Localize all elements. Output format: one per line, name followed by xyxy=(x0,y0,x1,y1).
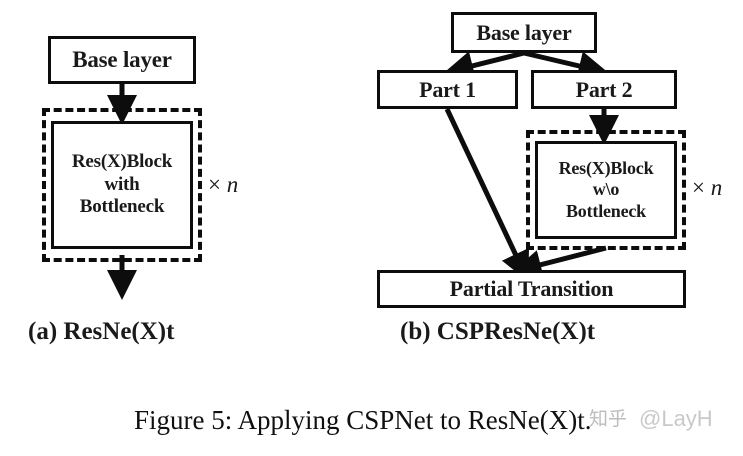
node-a-resblock-line-1: Res(X)Block xyxy=(71,151,173,173)
arrow-b-block-to-transition xyxy=(511,245,607,280)
a-repeat-label: × n xyxy=(208,172,238,198)
a-repeat-times-icon: × xyxy=(208,172,221,197)
zhihu-logo-watermark: 知乎 xyxy=(589,408,628,430)
subcaption-b: (b) CSPResNe(X)t xyxy=(400,318,596,345)
node-b-base-layer-label: Base layer xyxy=(476,19,572,45)
figure-caption: Figure 5: Applying CSPNet to ResNe(X)t. xyxy=(134,405,592,435)
b-repeat-label: × n xyxy=(692,175,722,201)
b-repeat-times-icon: × xyxy=(692,175,705,200)
a-dashed-group xyxy=(42,108,202,262)
node-b-resblock-line-3: Bottleneck xyxy=(566,200,646,221)
b-dashed-group xyxy=(526,130,686,250)
node-b-resblock-line-2: w\o xyxy=(592,179,620,200)
node-a-resblock-line-2: with xyxy=(104,173,140,195)
node-b-partial-transition-label: Partial Transition xyxy=(449,276,614,302)
node-b-partial-transition[interactable]: Partial Transition xyxy=(377,270,686,308)
node-a-base-layer[interactable]: Base layer xyxy=(48,36,196,84)
subcaption-a: (a) ResNe(X)t xyxy=(28,318,175,345)
a-repeat-var: n xyxy=(226,172,239,197)
node-b-base-layer[interactable]: Base layer xyxy=(451,12,597,53)
watermark-handle: @LayH xyxy=(639,406,713,431)
node-b-part-2-label: Part 2 xyxy=(575,76,633,102)
arrow-b-base-to-part1 xyxy=(443,50,525,81)
arrow-b-part1-to-transition xyxy=(444,107,530,282)
node-a-resblock[interactable]: Res(X)Block with Bottleneck xyxy=(51,121,193,249)
node-b-resblock-line-1: Res(X)Block xyxy=(558,158,654,179)
node-b-resblock[interactable]: Res(X)Block w\o Bottleneck xyxy=(535,141,677,239)
node-b-part-2[interactable]: Part 2 xyxy=(531,70,677,109)
node-a-base-layer-label: Base layer xyxy=(72,46,172,72)
b-repeat-var: n xyxy=(710,175,723,200)
node-a-resblock-line-3: Bottleneck xyxy=(79,196,165,218)
node-b-part-1-label: Part 1 xyxy=(419,76,476,102)
arrow-b-base-to-part2 xyxy=(523,50,609,81)
node-b-part-1[interactable]: Part 1 xyxy=(377,70,518,109)
